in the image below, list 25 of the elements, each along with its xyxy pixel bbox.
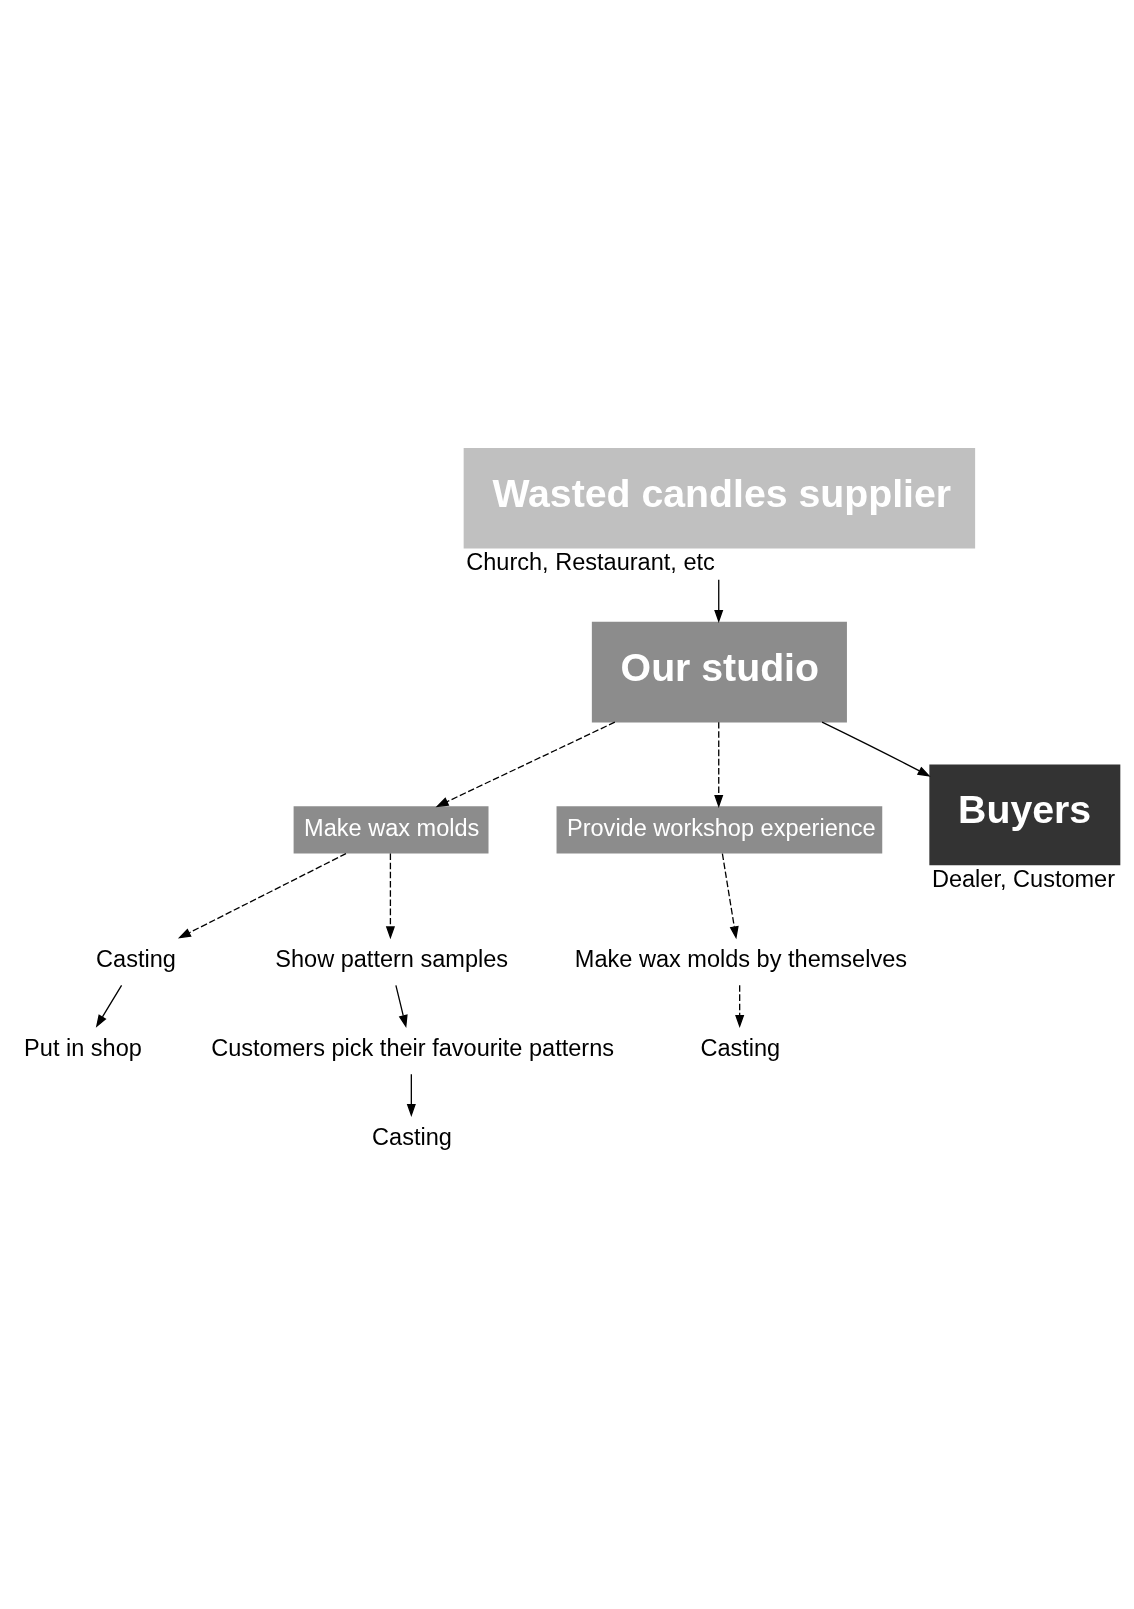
arrow: [95, 984, 123, 1028]
node-label: Dealer, Customer: [931, 865, 1116, 892]
arrow: [721, 852, 739, 939]
arrow: [435, 720, 616, 807]
node-box: Buyers: [929, 763, 1121, 865]
node-text: Make wax molds by themselves: [574, 945, 908, 972]
node-text: Customers pick their favourite patterns: [211, 1034, 615, 1061]
arrow: [406, 1073, 416, 1117]
node-box: Make wax molds: [293, 805, 489, 853]
node-box: Wasted candles supplier: [463, 447, 976, 549]
arrow: [735, 984, 745, 1028]
arrow: [385, 852, 395, 939]
node-label: Church, Restaurant, etc: [466, 548, 715, 575]
node-text: Show pattern samples: [275, 945, 509, 972]
arrow: [714, 720, 724, 808]
node-text: Casting: [700, 1034, 781, 1061]
arrow: [821, 720, 931, 777]
arrow: [177, 852, 347, 938]
node-text: Put in shop: [24, 1034, 142, 1061]
arrow: [395, 984, 408, 1028]
node-box: Our studio: [591, 621, 847, 723]
node-text: Casting: [96, 945, 176, 972]
node-box: Provide workshop experience: [556, 805, 883, 853]
node-text: Casting: [372, 1123, 452, 1150]
arrow: [714, 578, 724, 623]
